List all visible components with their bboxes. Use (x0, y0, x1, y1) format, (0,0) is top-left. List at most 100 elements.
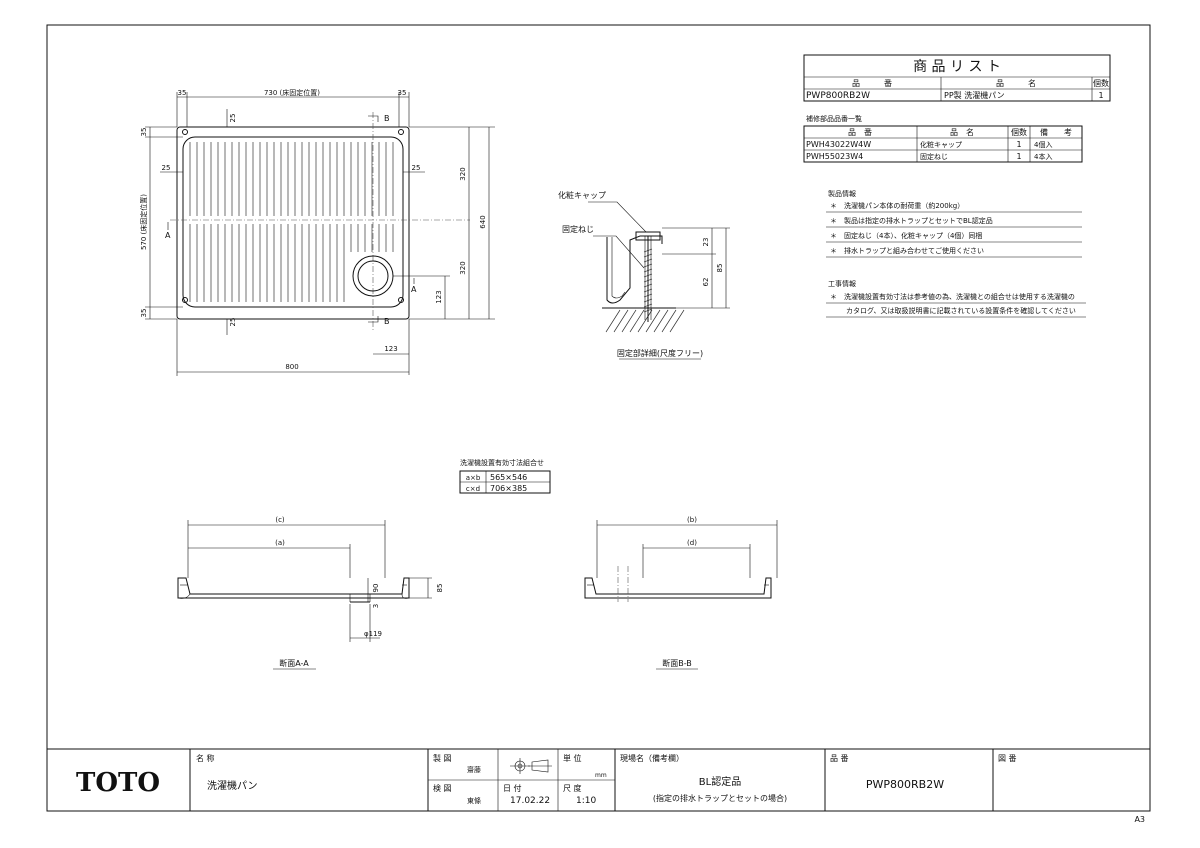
construction-info-line-1: ＊ 洗濯機設置有効寸法は参考値の為、洗濯機との組合せは使用する洗濯機の (830, 292, 1075, 301)
tray-ribs (189, 142, 394, 302)
checked-value: 東條 (467, 796, 481, 805)
section-marker-b-top: B (384, 114, 390, 123)
code-value: PWP800RB2W (866, 778, 944, 791)
repair-parts-title: 補修部品品番一覧 (806, 114, 862, 123)
repair-row2-qty: 1 (1016, 152, 1021, 161)
section-bb-dim-b: (b) (687, 516, 697, 524)
detail-caption: 固定部詳細(尺度フリー) (617, 348, 703, 358)
name-value: 洗濯機パン (207, 779, 258, 792)
section-aa-dim-c: (c) (275, 516, 285, 524)
product-info-item-2: ＊ 製品は指定の排水トラップとセットでBL認定品 (830, 216, 993, 225)
section-aa-dim-phi: φ119 (364, 630, 382, 638)
projection-symbol-icon (510, 758, 552, 774)
dim-top-mid: 730 (床固定位置) (264, 88, 320, 97)
dim-trap-y: 123 (435, 290, 443, 303)
tray-outline (176, 126, 410, 320)
site-line-2: (指定の排水トラップとセットの場合) (653, 793, 787, 803)
code-label: 品 番 (830, 753, 849, 763)
repair-row2-note: 4本入 (1034, 152, 1052, 161)
section-aa-caption: 断面A-A (279, 658, 309, 668)
effective-row2-value: 706×385 (490, 484, 527, 493)
site-line-1: BL認定品 (699, 775, 741, 788)
dim-right-upper: 320 (459, 167, 467, 180)
section-aa-view: (c) (a) 90 3 85 φ119 断面A-A (177, 516, 444, 670)
effective-row2-key: c×d (466, 485, 480, 493)
checked-label: 検 図 (433, 783, 452, 793)
product-list-name: PP製 洗濯機パン (944, 90, 1005, 100)
section-aa-dim-a: (a) (275, 539, 285, 547)
product-list-header-qty: 個数 (1093, 78, 1109, 88)
product-list-header-name: 品 名 (996, 78, 1036, 88)
dim-left-side: 570 (床固定位置) (139, 194, 148, 250)
product-list-title: 商 品 リ ス ト (913, 59, 1001, 75)
date-value: 17.02.22 (510, 796, 550, 806)
corner-screw (398, 129, 404, 135)
label-fixing-screw: 固定ねじ (562, 224, 594, 234)
product-info-item-3: ＊ 固定ねじ（4本）、化粧キャップ（4個）同梱 (830, 231, 982, 240)
repair-row1-name: 化粧キャップ (920, 140, 962, 149)
dim-right-lower: 320 (459, 261, 467, 274)
detail-dim-23: 23 (702, 238, 710, 247)
date-label: 日 付 (503, 783, 522, 793)
product-info-notes: 製品情報 ＊ 洗濯機パン本体の耐荷重（約200kg） ＊ 製品は指定の排水トラッ… (826, 189, 1082, 258)
repair-row1-note: 4個入 (1034, 140, 1052, 149)
dim-inner-right: 25 (412, 164, 421, 172)
detail-dim-85: 85 (716, 264, 724, 273)
section-marker-a-right: A (411, 285, 417, 294)
repair-header-qty: 個数 (1011, 127, 1027, 137)
scale-value: 1:10 (576, 796, 596, 806)
section-aa-dim-3: 3 (372, 604, 380, 608)
unit-label: 単 位 (563, 753, 582, 763)
scale-label: 尺 度 (563, 783, 582, 793)
name-label: 名 称 (196, 753, 215, 763)
dim-inner-top: 25 (229, 114, 237, 123)
effective-row1-value: 565×546 (490, 473, 527, 482)
dim-right-total: 640 (479, 215, 487, 228)
title-block: TOTO 名 称 洗濯機パン 製 図 齋藤 検 図 東條 日 付 17.02.2… (47, 748, 1150, 811)
repair-row2-name: 固定ねじ (920, 152, 948, 161)
dim-inner-bottom: 25 (229, 318, 237, 327)
fixing-detail: 化粧キャップ 固定ねじ 23 62 85 固定部詳細(尺度フリー) (558, 190, 730, 360)
dim-top-left: 35 (178, 89, 187, 97)
dim-top-right: 35 (398, 89, 407, 97)
construction-info-title: 工事情報 (828, 279, 856, 288)
corner-screw (182, 297, 188, 303)
repair-row1-code: PWH43022W4W (806, 140, 871, 149)
repair-header-note: 備 考 (1040, 127, 1072, 137)
drawing-border (46, 24, 1151, 812)
toto-logo: TOTO (76, 768, 160, 798)
unit-value: mm (595, 772, 607, 779)
section-bb-dim-d: (d) (687, 539, 697, 547)
construction-info-line-2: カタログ、又は取扱説明書に記載されている設置条件を確認してください (846, 306, 1076, 315)
section-bb-view: (b) (d) 断面B-B (584, 516, 778, 670)
repair-row1-qty: 1 (1016, 140, 1021, 149)
product-info-item-1: ＊ 洗濯機パン本体の耐荷重（約200kg） (830, 201, 964, 210)
effective-dimension-table: 洗濯機設置有効寸法組合せ a×b 565×546 c×d 706×385 (459, 458, 551, 494)
section-aa-dim-85: 85 (436, 584, 444, 593)
drawn-value: 齋藤 (467, 765, 481, 774)
tray-inner-floor (182, 136, 404, 308)
detail-dim-62: 62 (702, 278, 710, 287)
repair-parts-table: 補修部品品番一覧 品 番 品 名 個数 備 考 PWH43022W4W 化粧キャ… (803, 114, 1083, 163)
corner-screw (398, 297, 404, 303)
screw-threads (643, 248, 653, 313)
section-marker-b-bottom: B (384, 317, 390, 326)
section-marker-a-left: A (165, 231, 171, 240)
repair-header-code: 品 番 (848, 127, 872, 137)
product-info-item-4: ＊ 排水トラップと組み合わせてご使用ください (830, 246, 984, 255)
repair-header-name: 品 名 (950, 127, 974, 137)
construction-info-notes: 工事情報 ＊ 洗濯機設置有効寸法は参考値の為、洗濯機との組合せは使用する洗濯機の… (826, 279, 1086, 318)
section-bb-caption: 断面B-B (662, 658, 692, 668)
effective-table-title: 洗濯機設置有効寸法組合せ (460, 458, 544, 467)
product-info-title: 製品情報 (828, 189, 856, 198)
product-list-code: PWP800RB2W (806, 91, 870, 101)
plan-view: 35 730 (床固定位置) 35 35 570 (床固定位置) 35 25 2… (139, 88, 495, 376)
corner-screw (182, 129, 188, 135)
product-list-header-code: 品 番 (852, 78, 892, 88)
floor-hatch (605, 309, 685, 333)
product-list-qty: 1 (1098, 91, 1103, 100)
effective-row1-key: a×b (466, 474, 481, 482)
product-list-table: 商 品 リ ス ト 品 番 品 名 個数 PWP800RB2W PP製 洗濯機パ… (803, 54, 1111, 102)
section-aa-dim-90: 90 (372, 584, 380, 593)
